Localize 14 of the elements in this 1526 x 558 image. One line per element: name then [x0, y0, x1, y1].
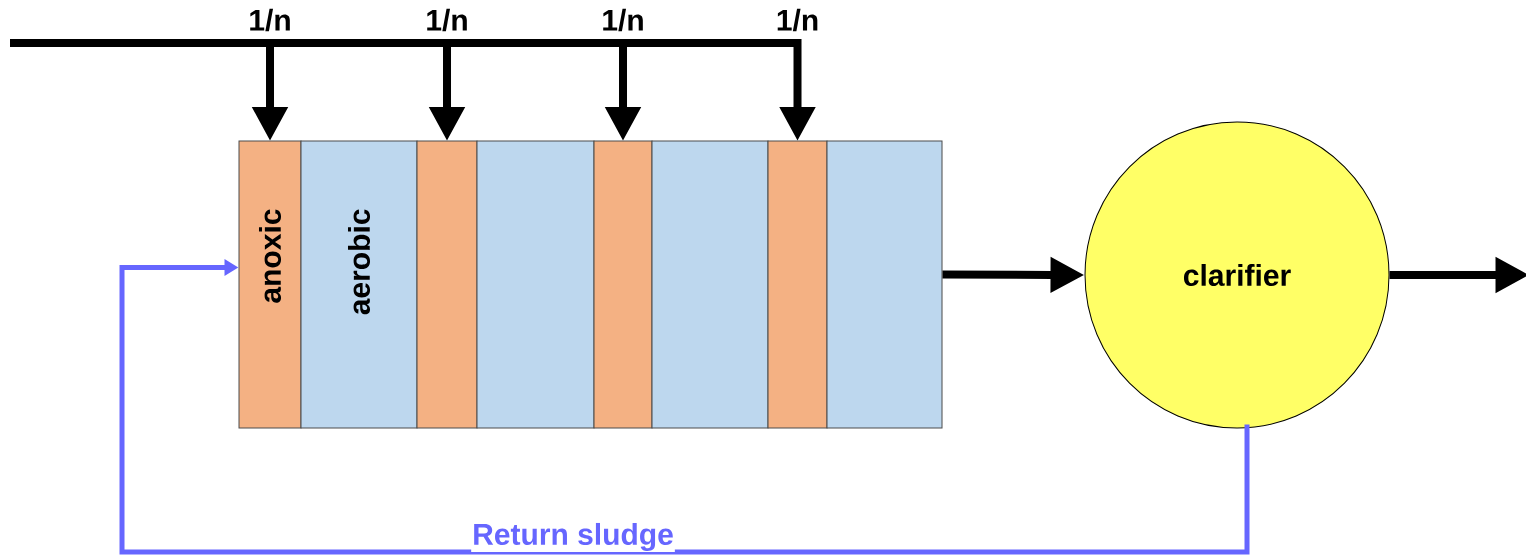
flow-label: 1/n [774, 7, 821, 33]
flow-label: 1/n [247, 7, 293, 33]
zone-box [826, 140, 943, 429]
return-arrow [119, 258, 1250, 555]
zone-box: aerobic [300, 140, 418, 429]
zone-box [476, 140, 595, 429]
zone-box [593, 140, 653, 429]
zone-box [651, 140, 769, 429]
flow-label: 1/n [600, 7, 646, 33]
zone-box: anoxic [238, 140, 302, 429]
edge-label: Return sludge [471, 521, 675, 553]
zone-box [416, 140, 478, 429]
flow-label: 1/n [424, 7, 470, 33]
zone-box [767, 140, 828, 429]
